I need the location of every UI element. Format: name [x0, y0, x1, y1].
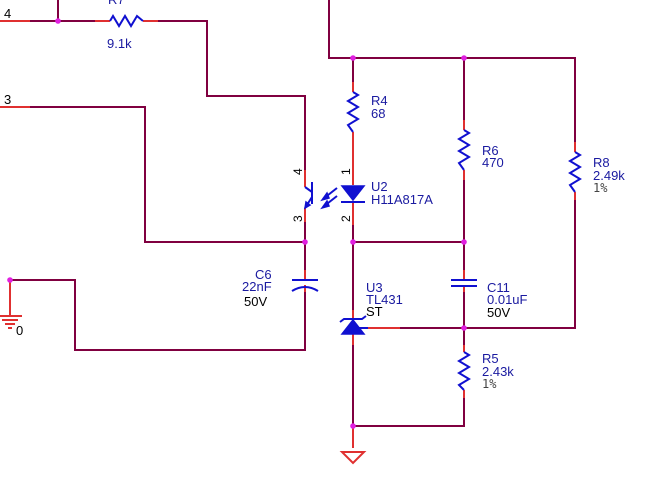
- resistor-r7: [109, 14, 144, 28]
- shunt-regulator-u3: [339, 315, 368, 335]
- net-label-gnd0: 0: [16, 323, 23, 338]
- c6-ref: C6: [255, 267, 272, 282]
- wires: [9, 0, 576, 427]
- r8-value: 2.49k: [593, 168, 625, 183]
- c6-value: 22nF: [242, 279, 272, 294]
- wire-ref-r8: [399, 199, 576, 329]
- c11-voltage: 50V: [487, 305, 510, 320]
- c11-value: 0.01uF: [487, 292, 528, 307]
- wire-top-rail: [328, 0, 576, 143]
- labels: 4 3 0 R7 9.1k R4 68 R6 470 R8 2.49k 1% R…: [4, 0, 625, 391]
- r7-ref: R7: [108, 0, 125, 7]
- u3-part: TL431: [366, 292, 403, 307]
- u2-led-icon: [340, 185, 366, 202]
- r4-ref: R4: [371, 93, 388, 108]
- r7-value: 9.1k: [107, 36, 132, 51]
- r6-value: 470: [482, 155, 504, 170]
- resistor-r4: [346, 91, 360, 133]
- c6-voltage: 50V: [244, 294, 267, 309]
- u2-pin4-label: 4: [291, 168, 305, 175]
- u2-pin2-label: 2: [339, 215, 353, 222]
- u2-pin1-label: 1: [339, 168, 353, 175]
- resistor-r8: [568, 151, 582, 193]
- capacitor-c6: [291, 279, 319, 292]
- junctions: [7, 18, 467, 429]
- net-label-4: 4: [4, 6, 11, 21]
- u3-ref: U3: [366, 280, 383, 295]
- r6-ref: R6: [482, 143, 499, 158]
- r8-ref: R8: [593, 155, 610, 170]
- resistor-r6: [457, 129, 471, 171]
- wire-r7-to-u2-pin4: [157, 20, 306, 171]
- u2-part: H11A817A: [371, 192, 433, 207]
- capacitor-c11: [451, 279, 477, 287]
- u2-pin3-label: 3: [291, 215, 305, 222]
- resistor-r5: [457, 351, 471, 391]
- r5-ref: R5: [482, 351, 499, 366]
- net-label-3: 3: [4, 92, 11, 107]
- c11-ref: C11: [487, 280, 510, 295]
- r5-value: 2.43k: [482, 364, 514, 379]
- u3-suffix: ST: [366, 304, 383, 319]
- r8-tolerance: 1%: [593, 181, 608, 195]
- optocoupler-u2: [303, 182, 366, 210]
- r5-tolerance: 1%: [482, 377, 497, 391]
- wire-net3: [29, 106, 306, 243]
- u2-ref: U2: [371, 179, 388, 194]
- ground-0-icon: [0, 315, 22, 329]
- pin-stubs: [0, 20, 576, 448]
- wire-bottom-return: [352, 344, 465, 427]
- ground-arrow-icon: [339, 451, 367, 465]
- wire-c6-to-gnd0: [9, 279, 306, 351]
- r4-value: 68: [371, 106, 385, 121]
